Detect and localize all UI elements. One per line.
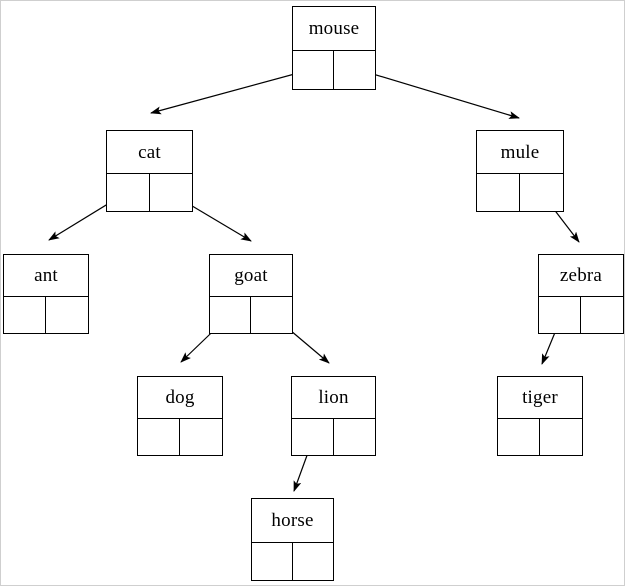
node-label-horse: horse xyxy=(252,499,333,543)
node-pointers-goat xyxy=(210,297,292,333)
node-pointers-zebra xyxy=(539,297,623,333)
right-pointer-cell-horse[interactable] xyxy=(293,543,334,580)
left-pointer-cell-dog[interactable] xyxy=(138,419,180,455)
node-pointers-dog xyxy=(138,419,222,455)
node-label-ant: ant xyxy=(4,255,88,297)
tree-node-horse[interactable]: horse xyxy=(251,498,334,581)
node-pointers-horse xyxy=(252,543,333,580)
node-pointers-ant xyxy=(4,297,88,333)
node-label-lion: lion xyxy=(292,377,375,419)
right-pointer-cell-mouse[interactable] xyxy=(334,51,375,89)
left-pointer-cell-horse[interactable] xyxy=(252,543,293,580)
right-pointer-cell-ant[interactable] xyxy=(46,297,88,333)
right-pointer-cell-goat[interactable] xyxy=(251,297,292,333)
left-pointer-cell-ant[interactable] xyxy=(4,297,46,333)
right-pointer-cell-dog[interactable] xyxy=(180,419,222,455)
edge-mouse-to-mule xyxy=(352,67,520,119)
node-pointers-tiger xyxy=(498,419,582,455)
left-pointer-cell-tiger[interactable] xyxy=(498,419,540,455)
left-pointer-cell-goat[interactable] xyxy=(210,297,251,333)
right-pointer-cell-cat[interactable] xyxy=(150,174,193,211)
edge-mouse-to-cat xyxy=(150,68,314,115)
left-pointer-cell-zebra[interactable] xyxy=(539,297,581,333)
tree-node-goat[interactable]: goat xyxy=(209,254,293,334)
left-pointer-cell-mouse[interactable] xyxy=(293,51,334,89)
node-label-mule: mule xyxy=(477,131,563,174)
right-pointer-cell-tiger[interactable] xyxy=(540,419,582,455)
node-pointers-cat xyxy=(107,174,192,211)
node-label-zebra: zebra xyxy=(539,255,623,297)
right-pointer-cell-mule[interactable] xyxy=(520,174,563,211)
node-label-mouse: mouse xyxy=(293,7,375,51)
node-label-dog: dog xyxy=(138,377,222,419)
node-label-goat: goat xyxy=(210,255,292,297)
tree-node-cat[interactable]: cat xyxy=(106,130,193,212)
node-pointers-mouse xyxy=(293,51,375,89)
left-pointer-cell-lion[interactable] xyxy=(292,419,334,455)
tree-node-zebra[interactable]: zebra xyxy=(538,254,624,334)
right-pointer-cell-lion[interactable] xyxy=(334,419,376,455)
node-label-cat: cat xyxy=(107,131,192,174)
tree-node-mule[interactable]: mule xyxy=(476,130,564,212)
tree-node-ant[interactable]: ant xyxy=(3,254,89,334)
tree-node-dog[interactable]: dog xyxy=(137,376,223,456)
tree-node-tiger[interactable]: tiger xyxy=(497,376,583,456)
node-label-tiger: tiger xyxy=(498,377,582,419)
right-pointer-cell-zebra[interactable] xyxy=(581,297,623,333)
node-pointers-lion xyxy=(292,419,375,455)
tree-node-mouse[interactable]: mouse xyxy=(292,6,376,90)
left-pointer-cell-mule[interactable] xyxy=(477,174,520,211)
node-pointers-mule xyxy=(477,174,563,211)
tree-node-lion[interactable]: lion xyxy=(291,376,376,456)
left-pointer-cell-cat[interactable] xyxy=(107,174,150,211)
